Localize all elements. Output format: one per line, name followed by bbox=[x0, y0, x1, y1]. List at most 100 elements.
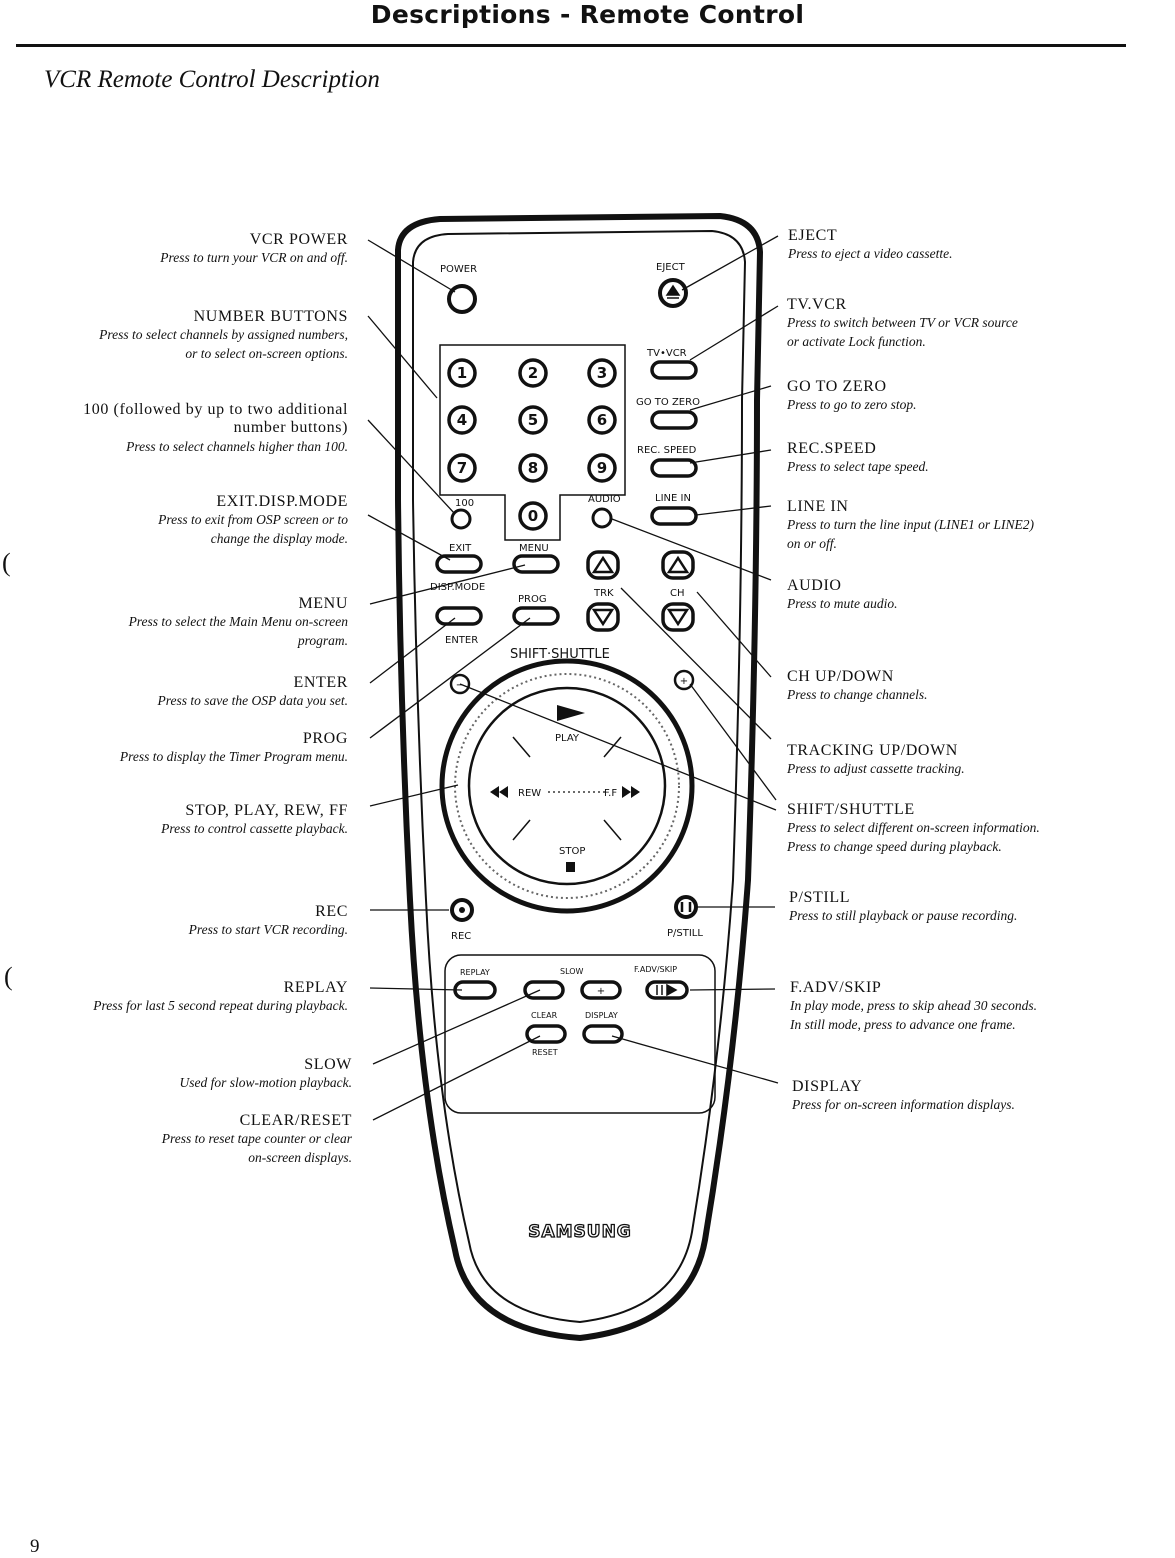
plus-icon: + bbox=[680, 676, 688, 687]
label-desc: Press to eject a video cassette. bbox=[788, 246, 953, 262]
label-100: 100 (followed by up to two additional nu… bbox=[83, 401, 348, 456]
label-audio: AUDIO Press to mute audio. bbox=[787, 577, 898, 614]
enter-button[interactable] bbox=[435, 606, 483, 626]
key-label: DISPLAY bbox=[585, 1011, 618, 1020]
key-label: SLOW bbox=[560, 967, 584, 976]
hundred-button[interactable] bbox=[450, 508, 472, 530]
label-desc: Press to start VCR recording. bbox=[188, 922, 348, 938]
key-label: REW bbox=[518, 788, 541, 799]
leader-line bbox=[367, 514, 451, 561]
digit-button[interactable] bbox=[447, 405, 477, 435]
menu-button[interactable] bbox=[512, 554, 560, 574]
label-line-in: LINE IN Press to turn the line input (LI… bbox=[787, 498, 1034, 553]
remote-body-outline bbox=[395, 212, 764, 1342]
up-arrow-icon bbox=[591, 555, 615, 574]
play-icon[interactable] bbox=[557, 705, 585, 721]
digit-button[interactable] bbox=[518, 358, 548, 388]
slow-plus-button[interactable] bbox=[580, 980, 622, 1000]
digit-button[interactable] bbox=[518, 501, 548, 531]
down-arrow-icon bbox=[591, 608, 615, 627]
label-title: MENU bbox=[298, 595, 348, 612]
slow-minus-button[interactable] bbox=[523, 980, 565, 1000]
label-transport: STOP, PLAY, REW, FF Press to control cas… bbox=[161, 802, 348, 839]
key-label: PROG bbox=[518, 594, 547, 605]
label-desc: Used for slow-motion playback. bbox=[179, 1075, 352, 1091]
label-desc: Press to select channels higher than 100… bbox=[126, 438, 348, 454]
key-label: REC bbox=[451, 931, 471, 942]
label-rec-speed: REC.SPEED Press to select tape speed. bbox=[787, 440, 929, 477]
leader-lines bbox=[367, 235, 779, 1121]
rec-dot-icon bbox=[459, 907, 465, 913]
label-title: CH UP/DOWN bbox=[787, 668, 894, 685]
digit-button[interactable] bbox=[447, 358, 477, 388]
label-tv-vcr: TV.VCR Press to switch between TV or VCR… bbox=[787, 296, 1018, 351]
go-to-zero-button[interactable] bbox=[650, 410, 698, 430]
ff-icon[interactable] bbox=[622, 786, 640, 798]
label-title: number buttons) bbox=[233, 419, 348, 437]
key-label: SHIFT·SHUTTLE bbox=[510, 647, 610, 662]
digit-button[interactable] bbox=[518, 405, 548, 435]
leader-line bbox=[459, 683, 777, 811]
power-button[interactable] bbox=[447, 284, 477, 314]
label-tracking: TRACKING UP/DOWN Press to adjust cassett… bbox=[787, 742, 965, 779]
dial-divider bbox=[512, 736, 531, 758]
label-desc: In play mode, press to skip ahead 30 sec… bbox=[790, 998, 1037, 1014]
key-label: GO TO ZERO bbox=[636, 397, 700, 408]
label-title: SLOW bbox=[304, 1056, 352, 1073]
pause-icon bbox=[680, 902, 692, 912]
digit-label: 9 bbox=[597, 459, 607, 477]
key-label: TRK bbox=[593, 588, 614, 599]
display-button[interactable] bbox=[582, 1024, 624, 1044]
page-number: 9 bbox=[30, 1536, 40, 1557]
leader-line bbox=[689, 683, 777, 801]
rec-speed-button[interactable] bbox=[650, 458, 698, 478]
label-desc: Press to control cassette playback. bbox=[161, 821, 348, 837]
digit-button[interactable] bbox=[587, 405, 617, 435]
tvvcr-button[interactable] bbox=[650, 360, 698, 380]
label-pstill: P/STILL Press to still playback or pause… bbox=[789, 889, 1017, 926]
label-ch-up-down: CH UP/DOWN Press to change channels. bbox=[787, 668, 927, 705]
key-label: REPLAY bbox=[460, 968, 490, 977]
label-fadv-skip: F.ADV/SKIP In play mode, press to skip a… bbox=[790, 979, 1037, 1034]
numpad-frame bbox=[439, 344, 626, 541]
label-title: F.ADV/SKIP bbox=[790, 979, 882, 996]
leader-line bbox=[695, 505, 772, 516]
label-title: CLEAR/RESET bbox=[239, 1112, 352, 1129]
label-shift-shuttle: SHIFT/SHUTTLE Press to select different … bbox=[787, 801, 1040, 856]
section-subtitle: VCR Remote Control Description bbox=[44, 66, 380, 93]
line-in-button[interactable] bbox=[650, 506, 698, 526]
label-desc: program. bbox=[297, 632, 348, 648]
leader-line bbox=[611, 518, 772, 581]
label-title: 100 (followed by up to two additional bbox=[83, 401, 348, 418]
key-label: MENU bbox=[519, 543, 549, 554]
exit-button[interactable] bbox=[435, 554, 483, 574]
label-desc: Press to reset tape counter or clear bbox=[161, 1131, 352, 1147]
pstill-button[interactable] bbox=[674, 895, 698, 919]
label-title: REPLAY bbox=[283, 979, 348, 996]
leader-line bbox=[681, 235, 779, 291]
digit-button[interactable] bbox=[518, 453, 548, 483]
label-eject: EJECT Press to eject a video cassette. bbox=[788, 227, 952, 264]
digit-button[interactable] bbox=[587, 358, 617, 388]
rew-icon[interactable] bbox=[490, 786, 508, 798]
prog-button[interactable] bbox=[512, 606, 560, 626]
remote-body-inner bbox=[412, 229, 747, 1324]
digit-label: 8 bbox=[528, 459, 538, 477]
label-desc: Press to switch between TV or VCR source bbox=[787, 315, 1018, 331]
stop-icon[interactable] bbox=[566, 862, 575, 872]
audio-button[interactable] bbox=[591, 507, 613, 529]
leader-line bbox=[369, 617, 456, 684]
frame-advance-icon bbox=[656, 983, 678, 997]
label-desc: Press to go to zero stop. bbox=[787, 397, 917, 413]
label-desc: Press to turn the line input (LINE1 or L… bbox=[787, 517, 1034, 533]
label-title: REC.SPEED bbox=[787, 440, 877, 457]
number-buttons: 1 2 3 4 5 6 7 8 9 0 bbox=[447, 358, 617, 531]
digit-button[interactable] bbox=[447, 453, 477, 483]
plus-icon: + bbox=[597, 986, 605, 997]
key-label: 100 bbox=[455, 498, 474, 509]
leader-line bbox=[369, 617, 531, 739]
digit-button[interactable] bbox=[587, 453, 617, 483]
leader-line bbox=[689, 385, 772, 411]
label-desc: Press to still playback or pause recordi… bbox=[789, 908, 1018, 924]
shift-plus-button[interactable] bbox=[673, 669, 695, 691]
